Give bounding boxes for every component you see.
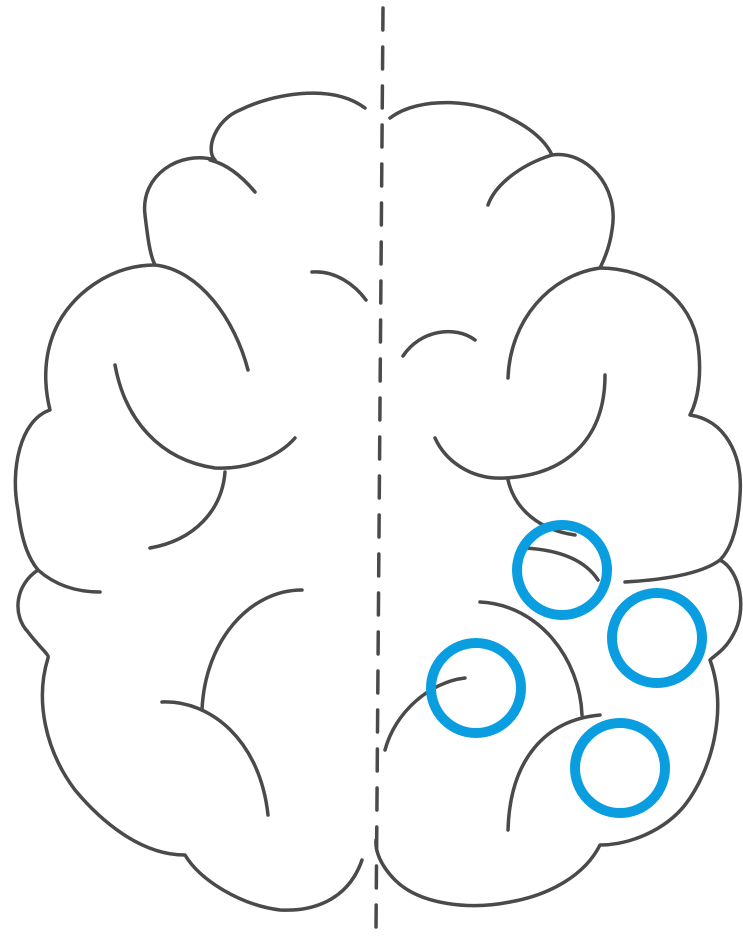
highlight-circle-4 [575, 723, 665, 813]
right-sulcus-9 [385, 678, 465, 750]
highlight-markers [431, 525, 702, 813]
right-sulcus-2 [508, 268, 600, 378]
highlight-circle-2 [612, 593, 702, 683]
right-sulcus-7 [625, 560, 720, 582]
right-hemisphere-outline [376, 103, 741, 906]
left-hemisphere-outline [15, 93, 365, 910]
left-sulcus-5 [150, 472, 225, 548]
left-sulcus-1 [210, 160, 255, 192]
left-sulcus-3 [312, 272, 366, 300]
left-hemisphere [15, 93, 366, 910]
left-sulcus-8 [162, 702, 268, 815]
right-hemisphere [376, 103, 741, 906]
left-sulcus-7 [202, 590, 302, 710]
highlight-circle-1 [517, 525, 607, 615]
left-sulcus-4 [115, 365, 295, 468]
right-sulcus-3 [403, 332, 475, 356]
right-sulcus-6 [525, 548, 598, 580]
left-sulcus-6 [38, 570, 100, 592]
right-sulcus-4 [435, 375, 605, 478]
left-sulcus-2 [155, 265, 248, 370]
highlight-circle-3 [431, 643, 521, 733]
right-sulcus-1 [488, 155, 552, 205]
midline-divider [376, 8, 383, 930]
